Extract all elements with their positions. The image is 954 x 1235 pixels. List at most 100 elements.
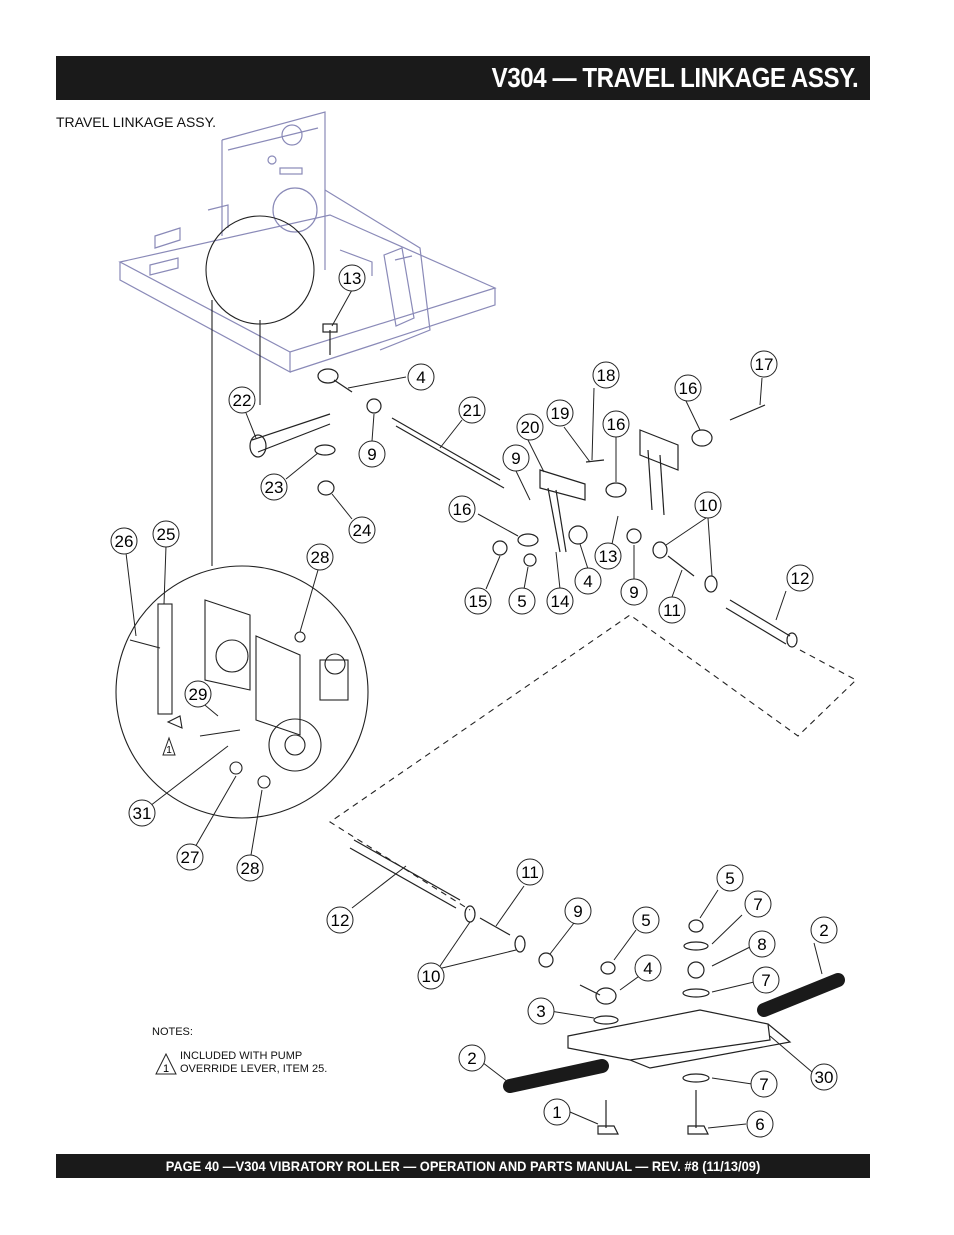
callout-13-top: 13 bbox=[338, 264, 366, 292]
callout-18: 18 bbox=[592, 361, 620, 389]
callout-9-c: 9 bbox=[620, 578, 648, 606]
svg-text:3: 3 bbox=[536, 1002, 545, 1021]
callout-21: 21 bbox=[458, 396, 486, 424]
svg-text:12: 12 bbox=[331, 911, 350, 930]
callout-4-c: 4 bbox=[634, 954, 662, 982]
svg-text:21: 21 bbox=[463, 401, 482, 420]
svg-text:11: 11 bbox=[663, 601, 681, 620]
callout-5-b: 5 bbox=[716, 864, 744, 892]
detail-note-triangle: 1 bbox=[162, 736, 176, 756]
svg-text:1: 1 bbox=[163, 1063, 169, 1075]
callout-4-b: 4 bbox=[574, 567, 602, 595]
svg-text:26: 26 bbox=[115, 532, 134, 551]
callout-17: 17 bbox=[750, 350, 778, 378]
callout-26: 26 bbox=[110, 527, 138, 555]
callout-19: 19 bbox=[546, 399, 574, 427]
callout-27: 27 bbox=[176, 843, 204, 871]
callout-16-b: 16 bbox=[602, 410, 630, 438]
callout-9-d: 9 bbox=[564, 897, 592, 925]
svg-text:28: 28 bbox=[241, 859, 260, 878]
callout-10-b: 10 bbox=[417, 962, 445, 990]
callout-8: 8 bbox=[748, 930, 776, 958]
callout-22: 22 bbox=[228, 386, 256, 414]
page-title: V304 — TRAVEL LINKAGE ASSY. bbox=[491, 62, 858, 93]
callout-15: 15 bbox=[464, 587, 492, 615]
svg-text:11: 11 bbox=[521, 863, 539, 882]
svg-text:4: 4 bbox=[643, 959, 652, 978]
callout-7-a: 7 bbox=[744, 890, 772, 918]
dashed-connection bbox=[329, 614, 857, 911]
callout-2-b: 2 bbox=[458, 1044, 486, 1072]
callout-24: 24 bbox=[348, 516, 376, 544]
svg-text:16: 16 bbox=[607, 415, 626, 434]
leader-lines bbox=[125, 289, 823, 1129]
figure-subtitle: TRAVEL LINKAGE ASSY. bbox=[56, 114, 217, 130]
callout-28-a: 28 bbox=[306, 543, 334, 571]
callout-23: 23 bbox=[260, 473, 288, 501]
callout-5-a: 5 bbox=[508, 587, 536, 615]
svg-text:8: 8 bbox=[757, 935, 766, 954]
svg-text:5: 5 bbox=[641, 911, 650, 930]
svg-text:4: 4 bbox=[583, 572, 592, 591]
svg-text:20: 20 bbox=[521, 418, 540, 437]
callout-31: 31 bbox=[128, 799, 156, 827]
callout-6: 6 bbox=[746, 1110, 774, 1138]
svg-text:16: 16 bbox=[679, 379, 698, 398]
note-text: INCLUDED WITH PUMP OVERRIDE LEVER, ITEM … bbox=[180, 1050, 400, 1076]
detail-circles bbox=[115, 215, 369, 819]
callout-4-top: 4 bbox=[407, 363, 435, 391]
svg-text:9: 9 bbox=[629, 583, 638, 602]
callout-9-b: 9 bbox=[502, 444, 530, 472]
pump-detail bbox=[129, 599, 349, 789]
svg-text:9: 9 bbox=[511, 449, 520, 468]
machine-frame bbox=[118, 111, 497, 374]
svg-text:5: 5 bbox=[517, 592, 526, 611]
svg-text:7: 7 bbox=[753, 895, 762, 914]
svg-text:24: 24 bbox=[353, 521, 372, 540]
svg-text:14: 14 bbox=[551, 592, 570, 611]
callout-11-b: 11 bbox=[516, 858, 544, 886]
svg-text:17: 17 bbox=[755, 355, 774, 374]
note-line-1: INCLUDED WITH PUMP bbox=[180, 1050, 303, 1062]
callout-7-c: 7 bbox=[750, 1070, 778, 1098]
callout-7-b: 7 bbox=[752, 966, 780, 994]
svg-text:29: 29 bbox=[189, 685, 208, 704]
callout-25: 25 bbox=[152, 520, 180, 548]
warning-triangle-icon: 1 bbox=[155, 1052, 177, 1075]
callout-30: 30 bbox=[810, 1063, 838, 1091]
svg-text:19: 19 bbox=[551, 404, 570, 423]
svg-text:22: 22 bbox=[233, 391, 252, 410]
callout-29: 29 bbox=[184, 680, 212, 708]
notes-heading: NOTES: bbox=[152, 1026, 193, 1038]
callout-3: 3 bbox=[527, 997, 555, 1025]
svg-text:6: 6 bbox=[755, 1115, 764, 1134]
upper-linkage bbox=[249, 323, 798, 648]
svg-text:15: 15 bbox=[469, 592, 488, 611]
svg-text:10: 10 bbox=[422, 967, 441, 986]
svg-text:7: 7 bbox=[759, 1075, 768, 1094]
callout-1: 1 bbox=[543, 1098, 571, 1126]
svg-text:30: 30 bbox=[815, 1068, 834, 1087]
svg-text:31: 31 bbox=[133, 804, 152, 823]
svg-text:13: 13 bbox=[599, 547, 618, 566]
callout-2-a: 2 bbox=[810, 916, 838, 944]
svg-text:9: 9 bbox=[367, 445, 376, 464]
note-line-2: OVERRIDE LEVER, ITEM 25. bbox=[180, 1063, 328, 1075]
callout-20: 20 bbox=[516, 413, 544, 441]
svg-text:10: 10 bbox=[699, 496, 718, 515]
callout-16-a: 16 bbox=[674, 374, 702, 402]
svg-text:18: 18 bbox=[597, 366, 616, 385]
header-bar: V304 — TRAVEL LINKAGE ASSY. bbox=[56, 56, 870, 100]
svg-text:2: 2 bbox=[819, 921, 828, 940]
svg-text:2: 2 bbox=[467, 1049, 476, 1068]
lower-linkage bbox=[349, 839, 792, 1135]
svg-text:16: 16 bbox=[453, 500, 472, 519]
callout-16-c: 16 bbox=[448, 495, 476, 523]
callout-12-a: 12 bbox=[786, 564, 814, 592]
svg-text:25: 25 bbox=[157, 525, 176, 544]
callout-13-b: 13 bbox=[594, 542, 622, 570]
footer-bar: PAGE 40 —V304 VIBRATORY ROLLER — OPERATI… bbox=[56, 1154, 870, 1178]
callout-12-b: 12 bbox=[326, 906, 354, 934]
svg-text:12: 12 bbox=[791, 569, 810, 588]
